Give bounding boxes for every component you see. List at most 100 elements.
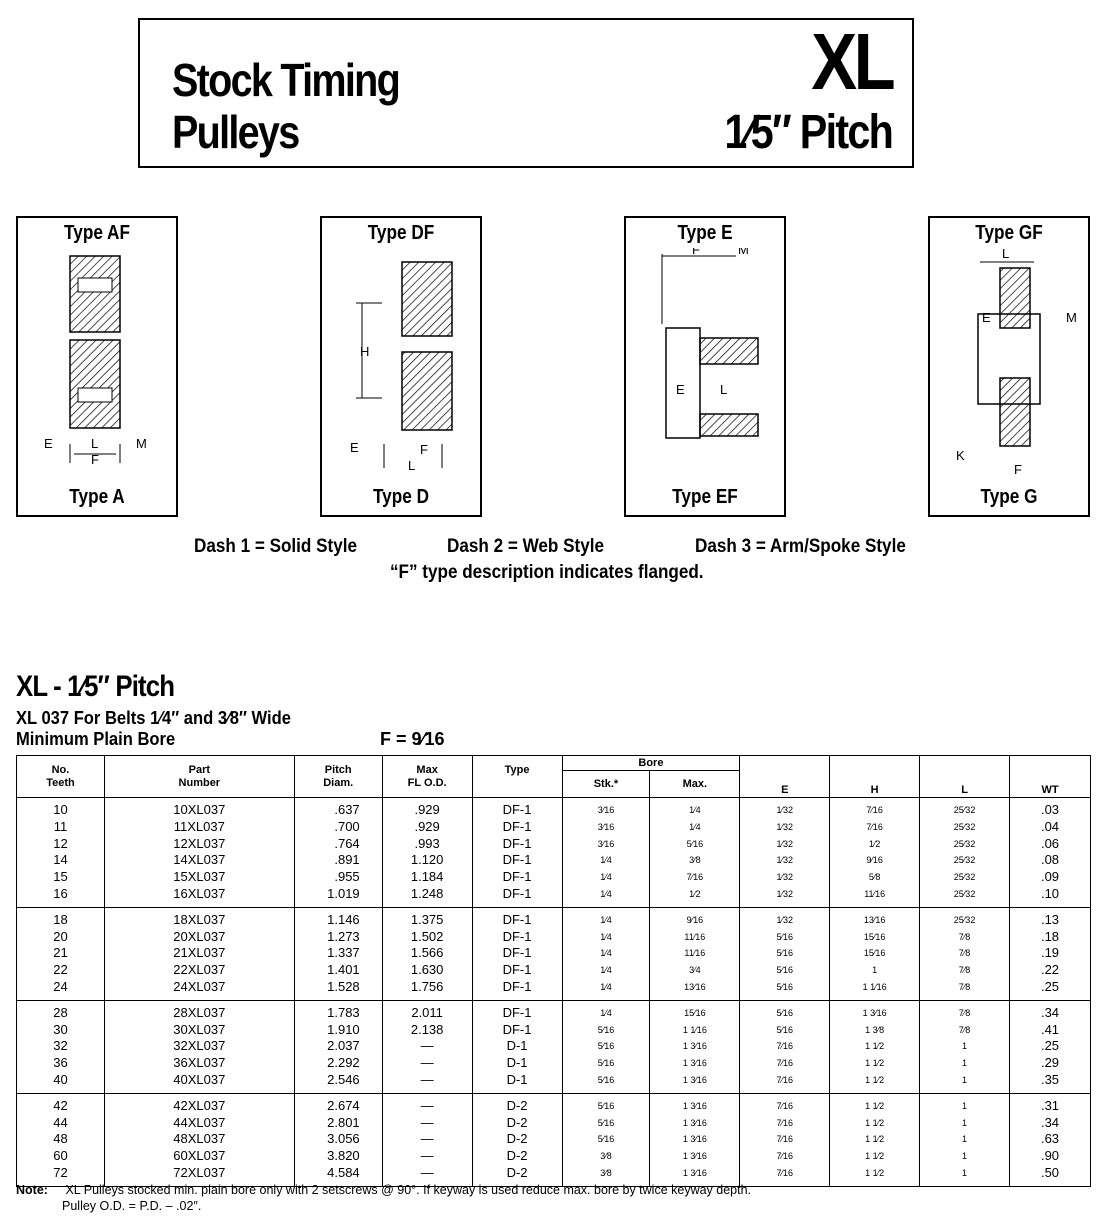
table-cell: 1 1⁄2 [829,1148,921,1165]
table-cell: 3⁄16 [562,835,651,853]
table-cell: 1⁄32 [739,885,831,908]
table-cell: — [382,1071,473,1094]
table-cell: 1⁄4 [562,945,651,963]
table-cell: 7⁄16 [829,818,921,836]
table-cell: 7⁄8 [919,1021,1011,1039]
table-cell: D-1 [472,1038,563,1056]
table-cell: 1.756 [382,978,473,1001]
table-cell: 1.375 [382,907,473,929]
table-cell: 1 3⁄16 [649,1131,741,1149]
table-cell: 1 1⁄2 [829,1164,921,1187]
table-cell: D-2 [472,1093,563,1115]
table-cell: 2.801 [294,1114,383,1132]
dim-f-label: F [91,452,99,467]
table-cell: 5⁄16 [562,1093,651,1115]
col-wt: WT [1041,784,1059,796]
belt-width-note: XL 037 For Belts 1⁄4″ and 3⁄8″ Wide [16,708,291,728]
table-cell: 1 3⁄16 [649,1055,741,1072]
table-cell: 10XL037 [104,797,295,819]
table-cell: 1 1⁄2 [829,1093,921,1115]
table-cell: 15 [16,869,105,886]
table-cell: 25⁄32 [919,835,1011,853]
col-teeth: No.Teeth [16,755,105,798]
dim-h-label: H [360,344,369,359]
f-value: F = 9⁄16 [380,729,445,749]
table-cell: .22 [1040,962,1060,978]
table-cell: DF-1 [472,962,563,979]
table-cell: .955 [294,869,383,886]
table-cell: 25⁄32 [919,797,1011,819]
table-cell: DF-1 [472,852,563,870]
table-cell: 1 [919,1114,1011,1132]
table-cell: 1.783 [294,1000,383,1022]
table-cell: 3⁄8 [562,1148,651,1165]
table-cell: 5⁄16 [562,1021,651,1039]
table-cell: 20 [16,928,105,946]
table-cell: DF-1 [472,869,563,886]
table-cell: 5⁄16 [739,928,831,946]
table-cell: 72XL037 [104,1164,295,1187]
table-cell: 1 3⁄16 [649,1164,741,1187]
table-cell: 1 1⁄2 [829,1055,921,1072]
table-cell: 15⁄16 [829,928,921,946]
table-cell: 21 [16,945,105,963]
table-cell: 7⁄16 [739,1055,831,1072]
table-cell: 15⁄16 [649,1000,741,1022]
table-cell: 36 [16,1055,105,1072]
table-cell: 40XL037 [104,1071,295,1094]
table-cell: 1⁄4 [562,852,651,870]
type-d-label: Type D [372,486,430,508]
table-cell: 1.566 [382,945,473,963]
table-cell: .35 [1040,1071,1060,1087]
table-cell: 1.528 [294,978,383,1001]
table-cell: 1 3⁄16 [829,1000,921,1022]
table-cell: D-2 [472,1148,563,1165]
table-cell: 1⁄2 [829,835,921,853]
table-cell: 15⁄16 [829,945,921,963]
type-a-drawing: E L M F [44,255,147,467]
dim-e-label: E [676,382,685,397]
table-cell: 25⁄32 [919,885,1011,908]
dim-m-label: M [136,436,147,451]
table-cell: 25⁄32 [919,869,1011,886]
table-cell: 1⁄32 [739,907,831,929]
dim-e-label: E [350,440,359,455]
table-cell: 22 [16,962,105,979]
table-cell: 30 [16,1021,105,1039]
table-cell: D-1 [472,1071,563,1094]
table-cell: 1⁄32 [739,797,831,819]
footnote: Note: XL Pulleys stocked min. plain bore… [16,1182,751,1214]
table-cell: 5⁄16 [562,1131,651,1149]
table-cell: 48 [16,1131,105,1149]
table-cell: 1 3⁄16 [649,1148,741,1165]
table-cell: 2.674 [294,1093,383,1115]
type-a-diagram: Type AF E L M F Type A [16,216,178,517]
type-d-diagram: Type DF H E F L Type D [320,216,482,517]
table-cell: 13⁄16 [649,978,741,1001]
table-cell: 9⁄16 [649,907,741,929]
table-cell: 44XL037 [104,1114,295,1132]
table-cell: 42XL037 [104,1093,295,1115]
table-cell: 5⁄16 [739,978,831,1001]
table-cell: 1.120 [382,852,473,870]
col-bore-max: Max. [649,770,741,798]
table-cell: 1 1⁄2 [829,1114,921,1132]
table-cell: 1⁄4 [649,818,741,836]
table-cell: — [382,1164,473,1187]
table-cell: 5⁄16 [739,945,831,963]
table-cell: 1 [829,962,921,979]
table-cell: 3⁄8 [562,1164,651,1187]
table-cell: 1⁄32 [739,852,831,870]
table-cell: 1.146 [294,907,383,929]
table-cell: 1⁄4 [562,928,651,946]
table-cell: .09 [1040,869,1060,885]
table-cell: DF-1 [472,885,563,908]
